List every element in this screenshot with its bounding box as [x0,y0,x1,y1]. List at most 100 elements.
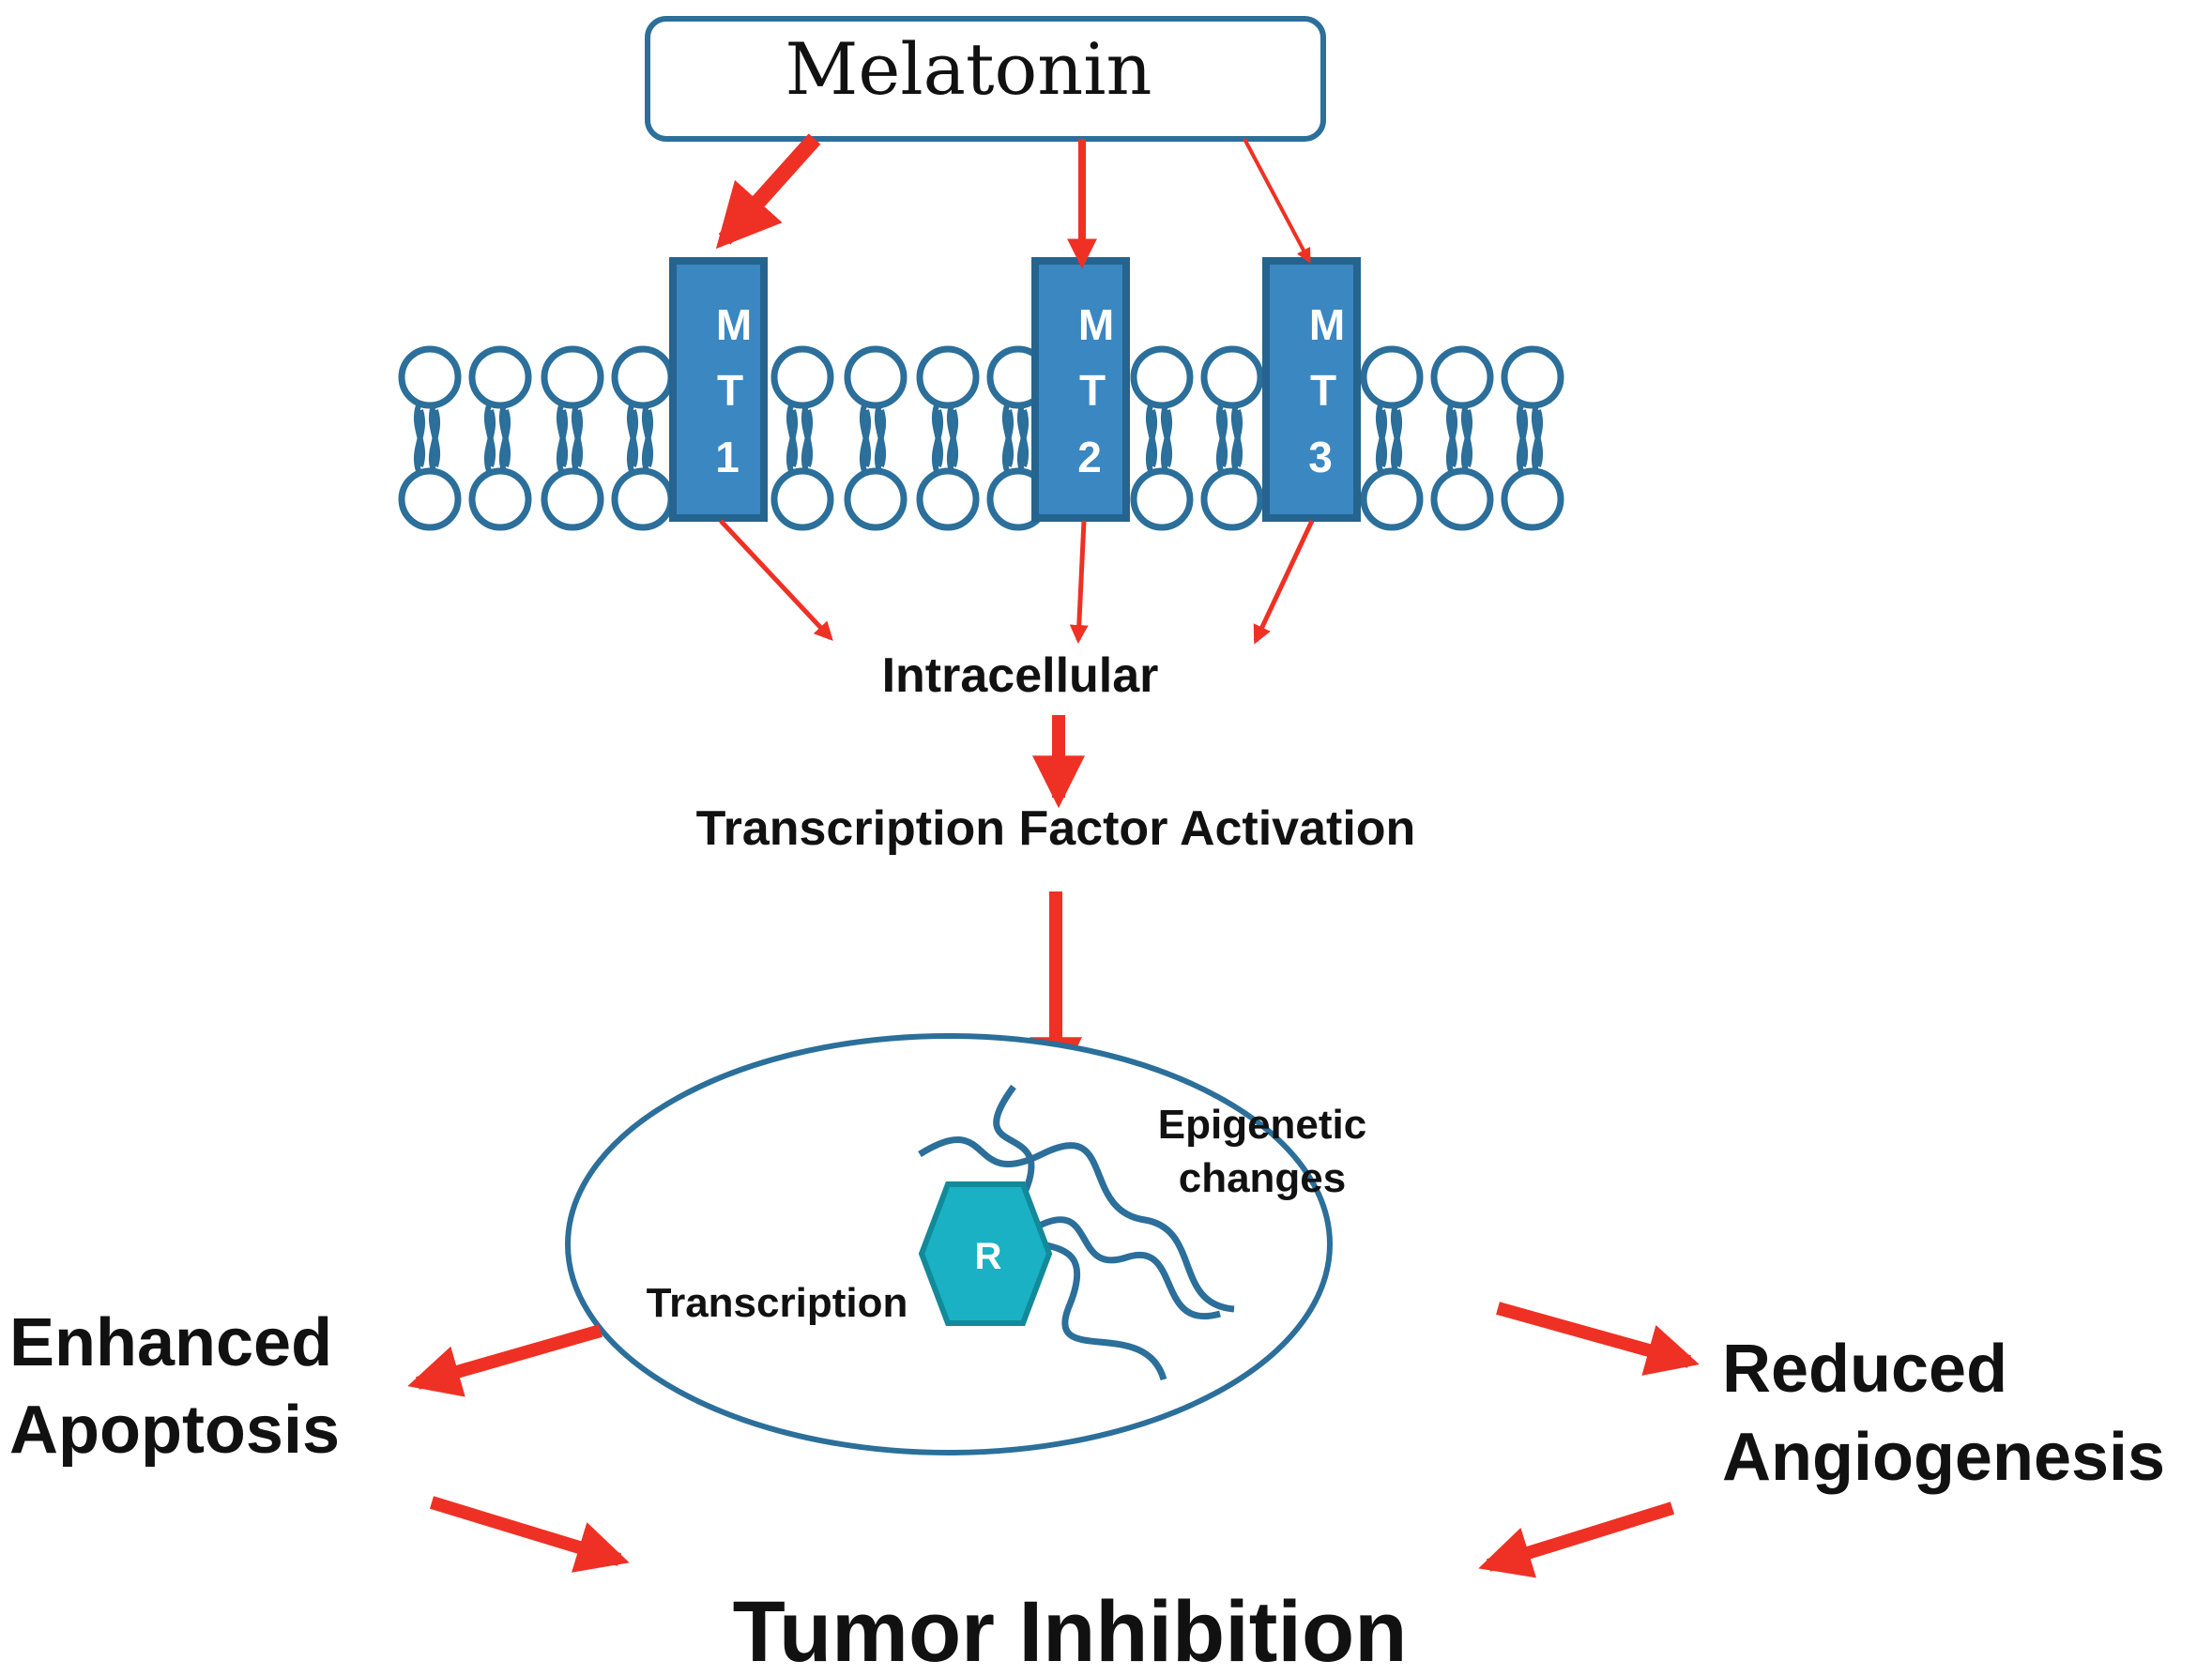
lipid-head [770,345,834,409]
receptor-mt3: M T 3 [1262,257,1361,522]
lipid-head [916,345,980,409]
lipid-head [398,467,462,531]
reduced-angiogenesis-line1: Reduced [1722,1332,2007,1407]
lipid-tail [626,409,639,472]
melatonin-box [645,16,1326,142]
arrow-mt2-to-intracellular [1069,520,1089,644]
lipid-tail [946,409,959,472]
lipid-head [844,467,908,531]
lipid-bilayer-membrane [398,345,1564,531]
dna-strand-2 [918,1135,1235,1313]
lipid-head [468,345,532,409]
receptor-mt2-letter-t: T [1079,366,1106,415]
lipid-tail [1016,409,1030,472]
lipid-tail [1390,409,1403,472]
epigenetic-changes-line2: changes [1179,1155,1347,1201]
lipid-tail [1001,409,1014,472]
lipid-head [1200,345,1264,409]
lipid-tail [1230,409,1243,472]
lipid-tail [1215,409,1228,472]
lipid-head [770,467,834,531]
lipid-head [1430,345,1494,409]
lipid-head [541,345,604,409]
lipid-tail [483,409,496,472]
lipid-head [1130,467,1194,531]
lipid-tail [571,409,584,472]
arrow-mt3-to-intracellular [1253,519,1315,645]
lipid-head [1200,467,1264,531]
phospholipid [468,345,532,531]
lipid-head [1360,467,1424,531]
lipid-tail [1160,409,1173,472]
arrow-melatonin-to-mt1 [715,133,821,250]
enhanced-apoptosis-line2: Apoptosis [9,1393,340,1468]
phospholipid [1360,345,1424,531]
melatonin-label: Melatonin [786,27,1152,111]
lipid-tail [498,409,511,472]
lipid-tail [1460,409,1473,472]
receptor-mt3-letter-m: M [1309,300,1345,349]
lipid-head [916,467,980,531]
lipid-tail [1375,409,1388,472]
receptor-mt3-letter-t: T [1310,366,1336,415]
lipid-head [611,345,675,409]
transcription-label: Transcription [647,1280,908,1326]
epigenetic-changes-line1: Epigenetic [1158,1102,1367,1148]
intracellular-label: Intracellular [882,648,1159,703]
lipid-head [1501,345,1564,409]
tumor-inhibition-label: Tumor Inhibition [733,1584,1408,1676]
lipid-head [1130,345,1194,409]
lipid-tail [1531,409,1544,472]
arrow-angiogenesis-to-tumor [1478,1501,1675,1578]
arrow-nucleus-to-apoptosis [407,1324,603,1397]
receptor-mt1-number: 1 [715,433,740,481]
lipid-tail [874,409,887,472]
phospholipid [1130,345,1194,531]
phospholipid [398,345,462,531]
phospholipid [1200,345,1264,531]
lipid-head [611,467,675,531]
r-hexagon-label: R [975,1236,1002,1277]
receptor-mt2-number: 2 [1077,433,1102,481]
enhanced-apoptosis-line1: Enhanced [9,1305,332,1380]
lipid-tail [786,409,799,472]
lipid-tail [859,409,872,472]
r-hexagon [918,1181,1053,1326]
receptor-mt2-letter-m: M [1078,300,1114,349]
phospholipid [770,345,834,531]
lipid-head [1360,345,1424,409]
receptor-mt1-letter-m: M [716,300,752,349]
receptor-mt3-number: 3 [1308,433,1333,481]
lipid-tail [1145,409,1158,472]
lipid-head [1501,467,1564,531]
lipid-tail [428,409,441,472]
lipid-head [1430,467,1494,531]
phospholipid [541,345,604,531]
lipid-tail [413,409,426,472]
arrow-apoptosis-to-tumor [429,1496,630,1573]
receptor-mt1-letter-t: T [717,366,743,415]
dna-strand-3 [1030,1216,1221,1319]
lipid-head [398,345,462,409]
lipid-tail [1516,409,1529,472]
lipid-head [844,345,908,409]
lipid-head [541,467,604,531]
phospholipid [916,345,980,531]
receptor-mt2: M T 2 [1031,257,1130,522]
lipid-tail [556,409,569,472]
lipid-tail [801,409,814,472]
reduced-angiogenesis-line2: Angiogenesis [1722,1420,2165,1495]
lipid-tail [931,409,944,472]
receptor-mt1: M T 1 [669,257,768,522]
arrow-mt1-to-intracellular [719,519,833,641]
receptor-mt1-body [669,257,768,522]
phospholipid [1501,345,1564,531]
tf-activation-label: Transcription Factor Activation [696,801,1416,856]
arrow-melatonin-to-mt3 [1243,138,1311,264]
phospholipid [611,345,675,531]
phospholipid [1430,345,1494,531]
receptor-mt3-body [1262,257,1361,522]
arrow-nucleus-to-angiogenesis [1496,1302,1700,1376]
lipid-tail [641,409,654,472]
